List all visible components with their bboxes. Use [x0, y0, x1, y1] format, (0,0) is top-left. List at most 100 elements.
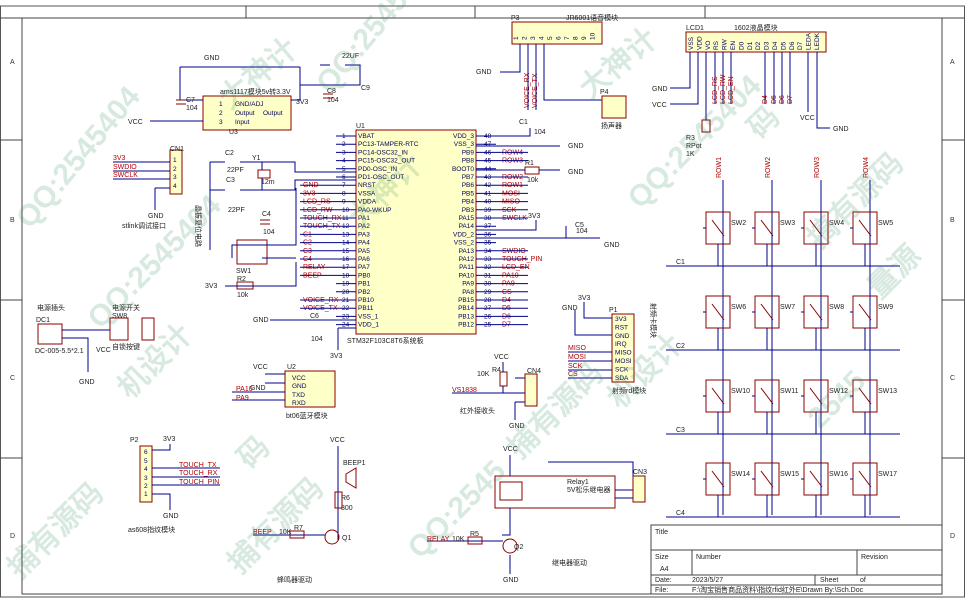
u1-body — [355, 129, 477, 335]
lcd-pin-d5: D5 — [780, 41, 787, 50]
watermark-text: 捕有源码 — [502, 357, 610, 465]
u1-pin-5: PD0-OSC_IN — [358, 166, 397, 173]
u1-pin-30: PA9 — [462, 281, 474, 288]
c3-value: 22PF — [228, 207, 245, 214]
c5-gnd: GND — [604, 242, 620, 249]
u1-ref: U1 — [356, 123, 365, 130]
lcd-pin-d7: D7 — [797, 41, 804, 50]
c5-ref: C5 — [575, 222, 584, 229]
relay-ref: Relay1 — [567, 479, 589, 486]
rf-net-sck: SCK — [568, 363, 583, 370]
c3-ref: C3 — [226, 177, 235, 184]
watermark-text: 机设计 — [112, 318, 199, 405]
lcd-pin-d1: D1 — [747, 41, 754, 50]
p2-touch-tx: TOUCH_TX — [179, 462, 217, 469]
u1-pin-1: VBAT — [358, 133, 375, 140]
u2-net-vcc: VCC — [253, 364, 268, 371]
u1-pin-33: PA12 — [459, 256, 475, 263]
tb-size-label: Size — [655, 554, 669, 561]
u1-pin-39: PB3 — [462, 207, 475, 214]
u1-pin-46: PB9 — [462, 149, 475, 156]
dc1-type: DC-005-5.5*2.1 — [35, 348, 84, 355]
watermark-text: 码 — [232, 430, 277, 475]
c6-value: 104 — [311, 336, 323, 343]
sw1-ref: SW1 — [236, 268, 251, 275]
c5-net: 3V3 — [528, 213, 541, 220]
u1-pin-9: VDDA — [358, 199, 377, 206]
tb-number: Number — [696, 554, 722, 561]
beep-net: BEEP — [253, 529, 272, 536]
p1-pin-irq: IRQ — [615, 341, 627, 348]
beep1-ref: BEEP1 — [343, 460, 366, 467]
u1-pin-10: PA0-WKUP — [358, 207, 391, 214]
svg-text:3: 3 — [173, 174, 177, 181]
u3-vcc: VCC — [128, 119, 143, 126]
lcd-pin-d6: D6 — [789, 41, 796, 50]
u1-pin-19: PB1 — [358, 281, 371, 288]
u1-pin-28: PB15 — [458, 297, 474, 304]
watermark-text: 捕有源码 — [222, 472, 330, 580]
p1-pin-miso: MISO — [615, 350, 632, 357]
lcd-vcc-bottom: VCC — [800, 115, 815, 122]
zone-row-d: D — [10, 533, 15, 540]
u1-pin-37: PA14 — [459, 223, 475, 230]
relay-gnd: GND — [503, 577, 519, 584]
zone-row-a-right: A — [950, 59, 955, 66]
svg-text:1: 1 — [144, 491, 148, 498]
finger-label: as608指纹模块 — [128, 525, 175, 534]
r3-kohm: 1K — [686, 151, 695, 158]
p3-pin-2: 2 — [522, 36, 529, 40]
u1-pin-14: PA4 — [358, 240, 370, 247]
c1-value: 104 — [534, 129, 546, 136]
u2-pin-txd: TXD — [292, 392, 305, 399]
u1-pin-6: PD1-OSC_OUT — [358, 174, 404, 181]
u1-pin-44: BOOT0 — [452, 166, 474, 173]
q2-ref: Q2 — [514, 544, 523, 551]
sw8-ref: SW8 — [112, 313, 127, 320]
watermark-text: QQ:2545404 — [622, 69, 768, 215]
zone-row-d-right: D — [950, 533, 955, 540]
watermark-text: QQ:2545404 — [10, 80, 147, 234]
supply-vcc: VCC — [96, 347, 111, 354]
c1-ref: C1 — [519, 119, 528, 126]
r6-value: 300 — [341, 505, 353, 512]
buzzer-driver: VCC BEEP1 R6 300 R7 10K BEEP Q1 蜂鸣器驱动 — [253, 437, 366, 584]
u3-pin-output2: Output — [263, 110, 283, 117]
switch-label-sw3: SW3 — [780, 220, 795, 227]
watermark-text: 2545 — [802, 364, 873, 435]
switch-label-sw9: SW9 — [878, 304, 893, 311]
watermark-text: QQ:2545404 — [310, 0, 447, 99]
ir-receiver: VCC R4 10K CN4 VS1838 GND 红外接收头 — [452, 354, 541, 430]
switch-label-sw10: SW10 — [731, 388, 750, 395]
u1-pin-29: PA8 — [462, 289, 474, 296]
u1-pin-17: PA7 — [358, 264, 370, 271]
watermark-text: QQ:2545404 — [82, 189, 228, 335]
lcd-pin-rw: RW — [722, 38, 729, 50]
p4-ref: P4 — [600, 89, 609, 96]
c8-value: 104 — [327, 97, 339, 104]
u1-pin-21: PB10 — [358, 297, 374, 304]
c4-ref: C4 — [262, 211, 271, 218]
bluetooth-module: U2 VCC GND TXD RXD VCC GND PA10 PA9 bt06… — [232, 364, 336, 420]
p3-pin-7: 7 — [564, 36, 571, 40]
r2-ref: R2 — [237, 276, 246, 283]
p3-pin-10: 10 — [590, 32, 597, 40]
switch-label-sw8: SW8 — [829, 304, 844, 311]
rf-gnd: GND — [562, 305, 578, 312]
rf-net-miso: MISO — [568, 345, 586, 352]
relay-net: RELAY — [427, 536, 450, 543]
cn1-net-1: 3V3 — [113, 155, 126, 162]
r7-ref: R7 — [294, 525, 303, 532]
voice-title: JR6001语音模块 — [566, 13, 618, 22]
decoupling-caps: C5 104 3V3 GND C6 104 3V3 GND — [253, 213, 620, 360]
u1-pin-34: PA13 — [459, 248, 475, 255]
buzzer-label: 蜂鸣器驱动 — [277, 575, 312, 584]
ir-gnd: GND — [509, 423, 525, 430]
lcd-net-d7: D7 — [787, 95, 794, 104]
u1-pin-26: PB13 — [458, 313, 474, 320]
tb-date: 2023/5/27 — [692, 577, 723, 584]
keypad-row2: ROW2 — [765, 157, 772, 178]
